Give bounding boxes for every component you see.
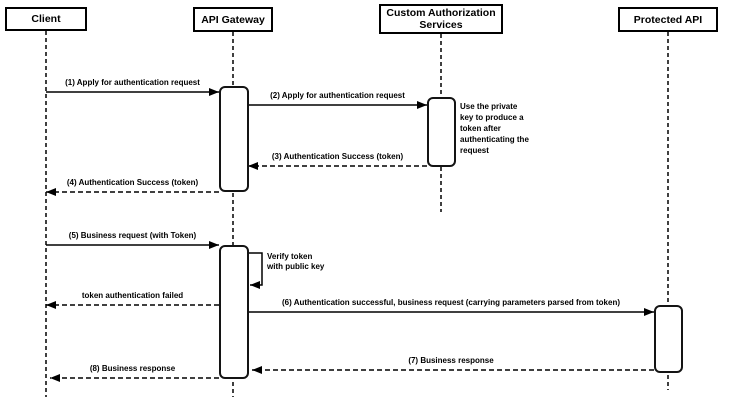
message-label-1: (1) Apply for authentication request [65, 78, 200, 87]
participant-box-custom-auth-services: Custom Authorization Services [379, 4, 503, 34]
message-label-self-verify-token: Verify token with public key [267, 252, 325, 271]
participant-box-api-gateway: API Gateway [193, 7, 273, 32]
participant-box-client: Client [5, 7, 87, 31]
participant-label-custom-auth-services: Custom Authorization Services [386, 7, 496, 31]
message-label-4: (4) Authentication Success (token) [66, 178, 199, 187]
activation-api-gateway-2 [219, 245, 249, 379]
note-private-key: Use the private key to produce a token a… [460, 102, 529, 155]
message-label-5: (5) Business request (with Token) [68, 231, 197, 240]
activation-api-gateway-1 [219, 86, 249, 192]
message-label-3: (3) Authentication Success (token) [271, 152, 404, 161]
message-label-token-failed: token authentication failed [81, 291, 184, 300]
message-label-6: (6) Authentication successful, business … [281, 298, 621, 307]
activation-protected-api [654, 305, 683, 373]
participant-box-protected-api: Protected API [618, 7, 718, 32]
activation-custom-auth-services [427, 97, 456, 167]
message-label-8: (8) Business response [89, 364, 176, 373]
message-label-7: (7) Business response [408, 356, 494, 365]
participant-label-client: Client [31, 13, 61, 25]
arrow-self-message [248, 252, 263, 289]
participant-label-protected-api: Protected API [633, 13, 703, 26]
participant-label-api-gateway: API Gateway [201, 13, 265, 26]
message-label-2: (2) Apply for authentication request [270, 91, 405, 100]
